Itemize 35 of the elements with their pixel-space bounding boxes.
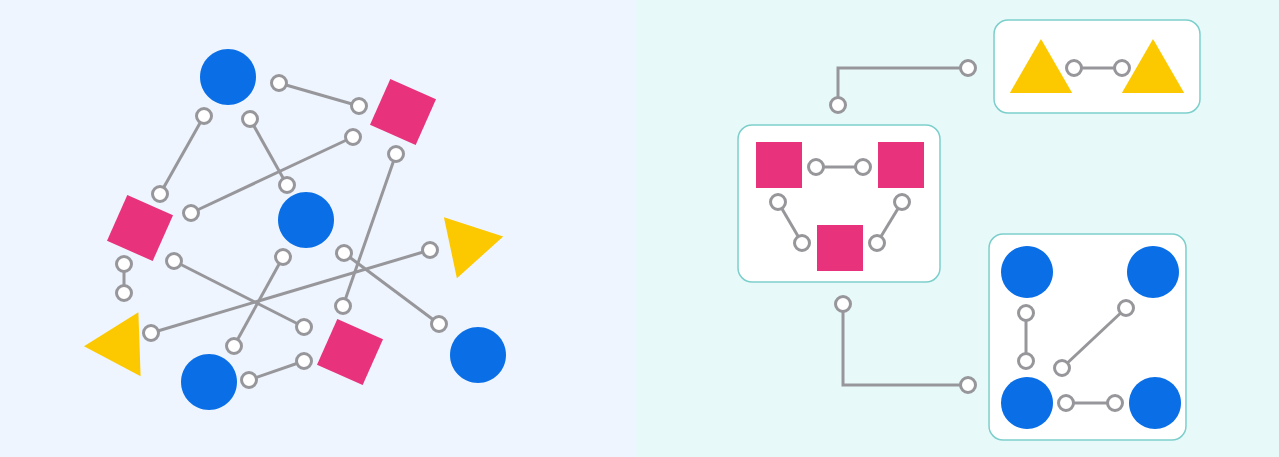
connector-link — [1057, 394, 1124, 412]
circle-shape — [1001, 377, 1053, 429]
connector-link — [769, 193, 811, 252]
connector-link — [829, 59, 977, 114]
connector-link — [334, 145, 405, 315]
triangle-shape — [84, 312, 141, 377]
circle-shape — [450, 327, 506, 383]
connector-link — [807, 158, 872, 176]
circle-shape — [278, 192, 334, 248]
triangle-shape — [1009, 39, 1073, 93]
circle-shape — [200, 49, 256, 105]
connector-link — [270, 74, 368, 115]
connector-link — [115, 255, 133, 302]
connector-link — [1017, 304, 1035, 370]
circle-shape — [1129, 377, 1181, 429]
connector-link — [241, 110, 296, 194]
connector-link — [1065, 59, 1131, 77]
circle-shape — [1127, 246, 1179, 298]
connector-link — [240, 352, 313, 389]
square-shape — [878, 142, 924, 188]
square-shape — [756, 142, 802, 188]
circle-shape — [181, 354, 237, 410]
connector-link — [151, 107, 213, 203]
triangle-shape — [443, 217, 504, 279]
connector-link — [868, 193, 911, 252]
connector-link — [165, 252, 313, 336]
connector-link — [142, 241, 439, 342]
triangle-shape — [1121, 39, 1185, 93]
connector-link — [335, 244, 448, 333]
connector-link — [225, 248, 292, 355]
connector-link — [834, 295, 977, 394]
connector-link — [1053, 299, 1135, 377]
connector-link — [182, 128, 362, 222]
circle-shape — [1001, 246, 1053, 298]
square-shape — [817, 225, 863, 271]
